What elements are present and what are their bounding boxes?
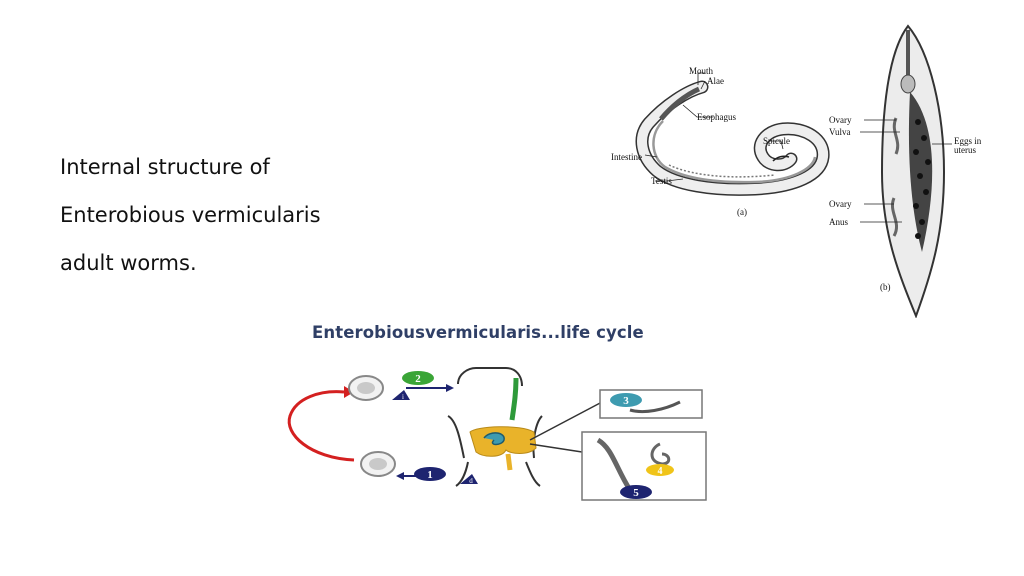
larva <box>629 400 681 414</box>
female-worm-figure: Ovary Vulva Eggs in uterus Ovary Anus (b… <box>829 24 982 318</box>
esophagus-tract <box>509 377 519 421</box>
small-intestine <box>483 432 505 446</box>
step-1-badge <box>414 467 446 481</box>
female-adult <box>596 437 633 492</box>
male-worm-figure: Mouth Alae Esophagus Intestine Spicule T… <box>611 66 830 217</box>
panel-b-label: (b) <box>880 282 891 292</box>
stage-d-triangle <box>460 474 478 484</box>
label-esophagus: Esophagus <box>697 112 736 122</box>
step-2-badge <box>402 371 434 385</box>
svg-text:d: d <box>469 477 473 485</box>
label-eggs-2: uterus <box>954 145 976 155</box>
step-5-label: 5 <box>633 487 639 499</box>
life-cycle-title: Enterobiousvermicularis...life cycle <box>312 323 644 342</box>
label-testis: Testis <box>651 176 672 186</box>
caption: Internal structure of Enterobious vermic… <box>60 143 390 287</box>
step-4-label: 4 <box>658 466 663 477</box>
life-cycle-diagram: 2 i 1 d 3 4 5 <box>287 367 707 501</box>
caption-line-1: Internal structure of <box>60 155 270 179</box>
female-uterus <box>908 92 933 252</box>
label-intestine: Intestine <box>611 152 642 162</box>
label-ovary-bottom: Ovary <box>829 199 852 209</box>
label-eggs-1: Eggs in <box>954 136 982 146</box>
label-alae: Alae <box>707 76 724 86</box>
cycle-arrow <box>287 390 355 462</box>
male-esophagus <box>659 86 701 121</box>
panel-a-label: (a) <box>737 207 747 217</box>
human-outline <box>457 367 523 387</box>
caption-line-3: adult worms. <box>60 251 197 275</box>
label-spicule: Spicule <box>763 136 790 146</box>
male-adult <box>650 442 671 466</box>
male-spicule <box>772 155 790 162</box>
step-1-label: 1 <box>427 469 433 481</box>
step-3-label: 3 <box>623 395 629 407</box>
label-vulva: Vulva <box>829 127 850 137</box>
step-2-label: 2 <box>415 373 421 385</box>
label-ovary-top: Ovary <box>829 115 852 125</box>
step-3-badge <box>610 393 642 407</box>
step-4-badge <box>646 464 674 476</box>
label-anus: Anus <box>829 217 848 227</box>
caption-line-2: Enterobious vermicularis <box>60 203 321 227</box>
step-5-badge <box>620 485 652 499</box>
svg-text:i: i <box>402 393 404 401</box>
label-mouth: Mouth <box>689 66 714 76</box>
stage-i-triangle <box>392 390 410 400</box>
